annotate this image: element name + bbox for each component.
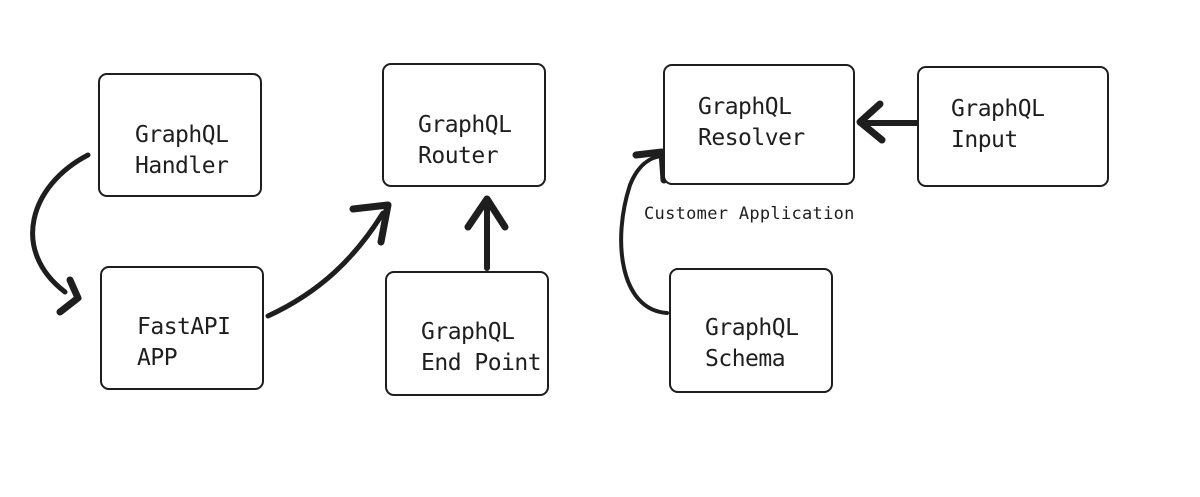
node-label-line2: Schema [705,346,786,372]
node-fastapi-app-label: FastAPI APP [137,312,231,374]
node-graphql-handler-label: GraphQL Handler [135,120,229,182]
node-graphql-input-label: GraphQL Input [951,94,1045,156]
node-graphql-resolver [663,64,855,185]
node-label-line1: FastAPI [137,314,231,340]
node-label-line1: GraphQL [698,94,792,120]
node-graphql-router-label: GraphQL Router [418,110,512,172]
node-graphql-schema [669,268,833,393]
edge-schema-to-resolver [619,154,669,315]
node-label-line2: Router [418,143,499,169]
node-label-line1: GraphQL [135,122,229,148]
node-graphql-router [382,63,546,187]
arrowhead-fastapi-to-router [349,201,392,246]
node-label-line1: GraphQL [421,319,515,345]
node-graphql-resolver-label: GraphQL Resolver [698,92,805,154]
node-graphql-handler [98,73,262,197]
node-graphql-input [917,66,1109,187]
node-label-line2: Input [951,127,1018,153]
node-label-line2: APP [137,345,178,371]
node-label-line1: GraphQL [418,112,512,138]
node-label-line2: Handler [135,153,229,179]
edge-handler-to-fastapi [30,152,91,295]
node-graphql-end-point [385,271,549,396]
node-label-line2: End Point [421,350,542,376]
node-label-line1: GraphQL [705,315,799,341]
node-graphql-schema-label: GraphQL Schema [705,313,799,375]
arrowhead-handler-to-fastapi [56,276,82,316]
annotation-customer-application: Customer Application [644,204,855,224]
node-graphql-end-point-label: GraphQL End Point [421,317,542,379]
arrowhead-endpoint-to-router [464,195,509,231]
node-label-line1: GraphQL [951,96,1045,122]
edge-fastapi-to-router [265,210,386,319]
node-fastapi-app [100,266,264,390]
arrowhead-input-to-resolver [856,100,886,144]
node-label-line2: Resolver [698,125,805,151]
